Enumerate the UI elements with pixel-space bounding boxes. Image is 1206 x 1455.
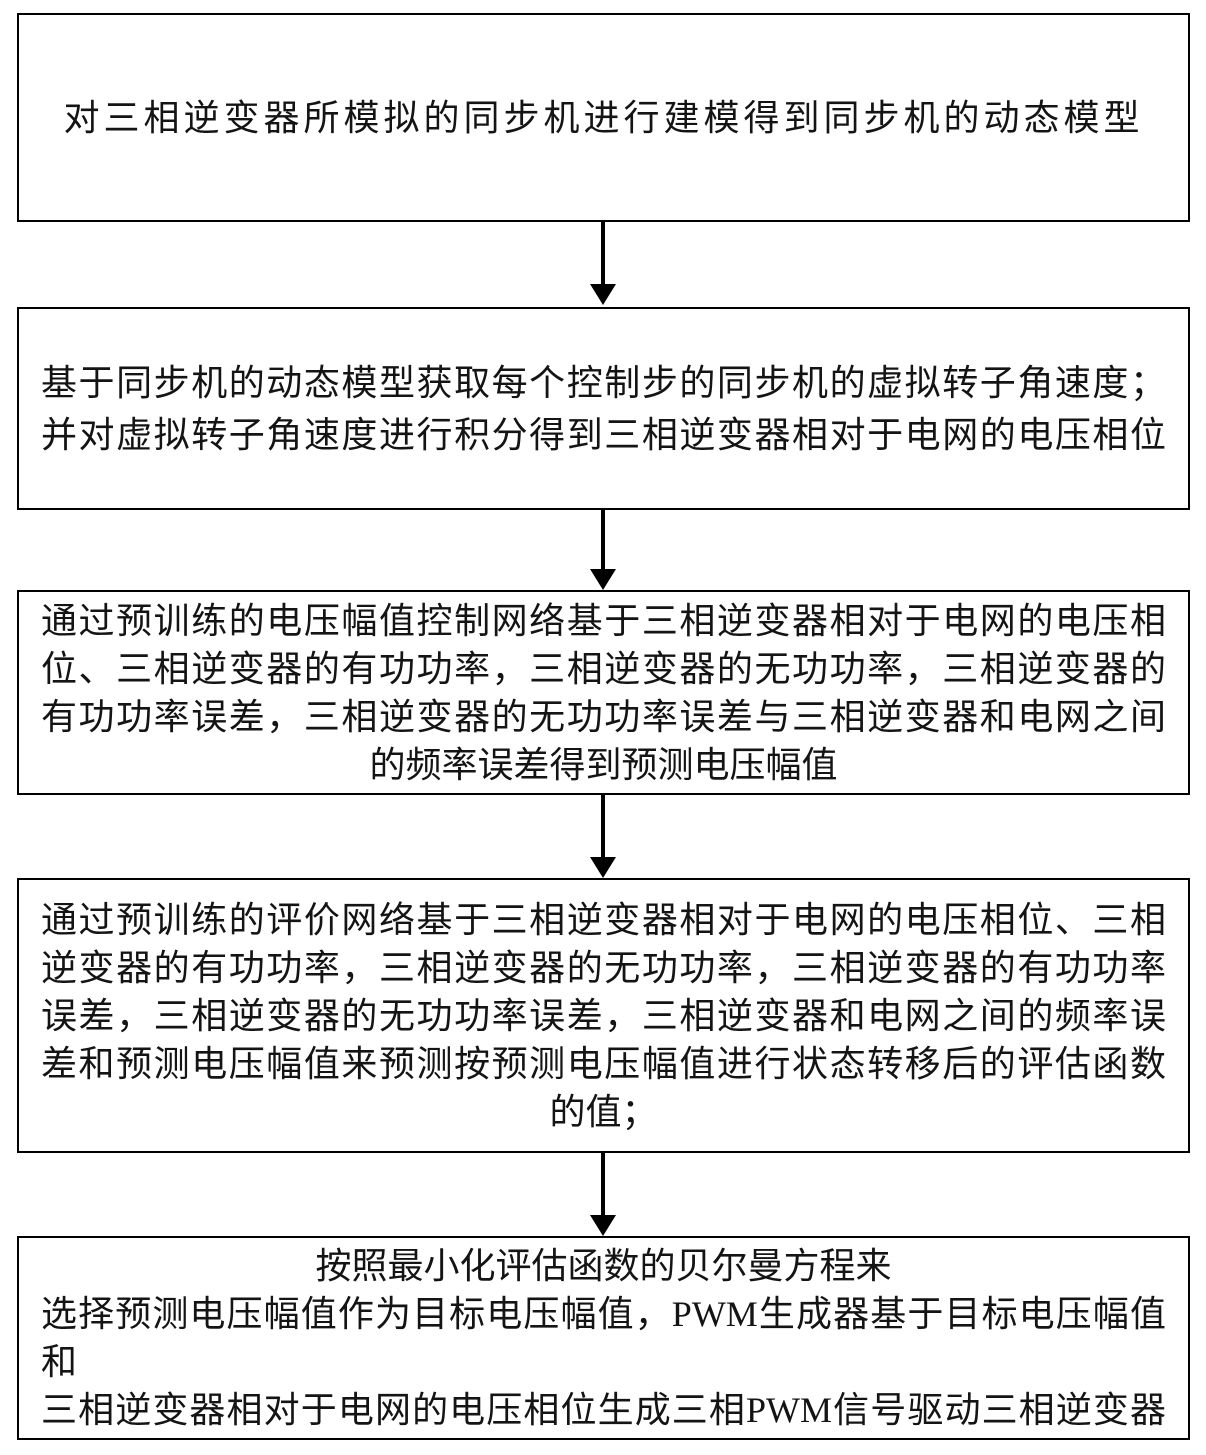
arrow-head-icon — [590, 284, 616, 305]
flow-step-3: 通过预训练的电压幅值控制网络基于三相逆变器相对于电网的电压相 位、三相逆变器的有… — [17, 590, 1190, 795]
step-5-text-line: 三相逆变器相对于电网的电压相位生成三相PWM信号驱动三相逆变器 — [41, 1390, 1166, 1430]
down-arrow-connector-1 — [583, 222, 623, 305]
down-arrow-connector-3 — [583, 795, 623, 878]
step-1-text-line: 对三相逆变器所模拟的同步机进行建模得到同步机的动态模型 — [63, 97, 1144, 138]
down-arrow-connector-2 — [583, 510, 623, 590]
step-4-text-line: 通过预训练的评价网络基于三相逆变器相对于电网的电压相位、三相 — [41, 899, 1166, 940]
step-3-text-line: 通过预训练的电压幅值控制网络基于三相逆变器相对于电网的电压相 — [41, 600, 1166, 641]
step-2-text-line: 并对虚拟转子角速度进行积分得到三相逆变器相对于电网的电压相位 — [41, 414, 1166, 455]
arrow-stem — [601, 510, 605, 569]
step-4-text-line: 的值； — [549, 1091, 658, 1132]
flow-step-5: 按照最小化评估函数的贝尔曼方程来 选择预测电压幅值作为目标电压幅值，PWM生成器… — [17, 1236, 1190, 1440]
arrow-stem — [601, 1153, 605, 1215]
step-5-text-line: 按照最小化评估函数的贝尔曼方程来 — [315, 1246, 892, 1286]
flow-step-1: 对三相逆变器所模拟的同步机进行建模得到同步机的动态模型 — [17, 13, 1190, 222]
step-4-text-line: 误差，三相逆变器的无功功率误差，三相逆变器和电网之间的频率误 — [41, 995, 1166, 1036]
arrow-head-icon — [590, 569, 616, 590]
step-3-text-line: 有功功率误差，三相逆变器的无功功率误差与三相逆变器和电网之间 — [41, 696, 1166, 737]
arrow-head-icon — [590, 857, 616, 878]
step-3-text-line: 的频率误差得到预测电压幅值 — [369, 744, 838, 785]
flow-step-4: 通过预训练的评价网络基于三相逆变器相对于电网的电压相位、三相 逆变器的有功功率，… — [17, 878, 1190, 1153]
step-2-text-line: 基于同步机的动态模型获取每个控制步的同步机的虚拟转子角速度； — [41, 362, 1166, 403]
step-4-text-line: 逆变器的有功功率，三相逆变器的无功功率，三相逆变器的有功功率 — [41, 947, 1166, 988]
step-3-text-line: 位、三相逆变器的有功功率，三相逆变器的无功功率，三相逆变器的 — [41, 648, 1166, 689]
step-5-text-line: 选择预测电压幅值作为目标电压幅值，PWM生成器基于目标电压幅值和 — [41, 1294, 1166, 1382]
down-arrow-connector-4 — [583, 1153, 623, 1236]
flow-step-2: 基于同步机的动态模型获取每个控制步的同步机的虚拟转子角速度； 并对虚拟转子角速度… — [17, 307, 1190, 510]
arrow-stem — [601, 222, 605, 284]
arrow-stem — [601, 795, 605, 857]
arrow-head-icon — [590, 1215, 616, 1236]
step-4-text-line: 差和预测电压幅值来预测按预测电压幅值进行状态转移后的评估函数 — [41, 1043, 1166, 1084]
